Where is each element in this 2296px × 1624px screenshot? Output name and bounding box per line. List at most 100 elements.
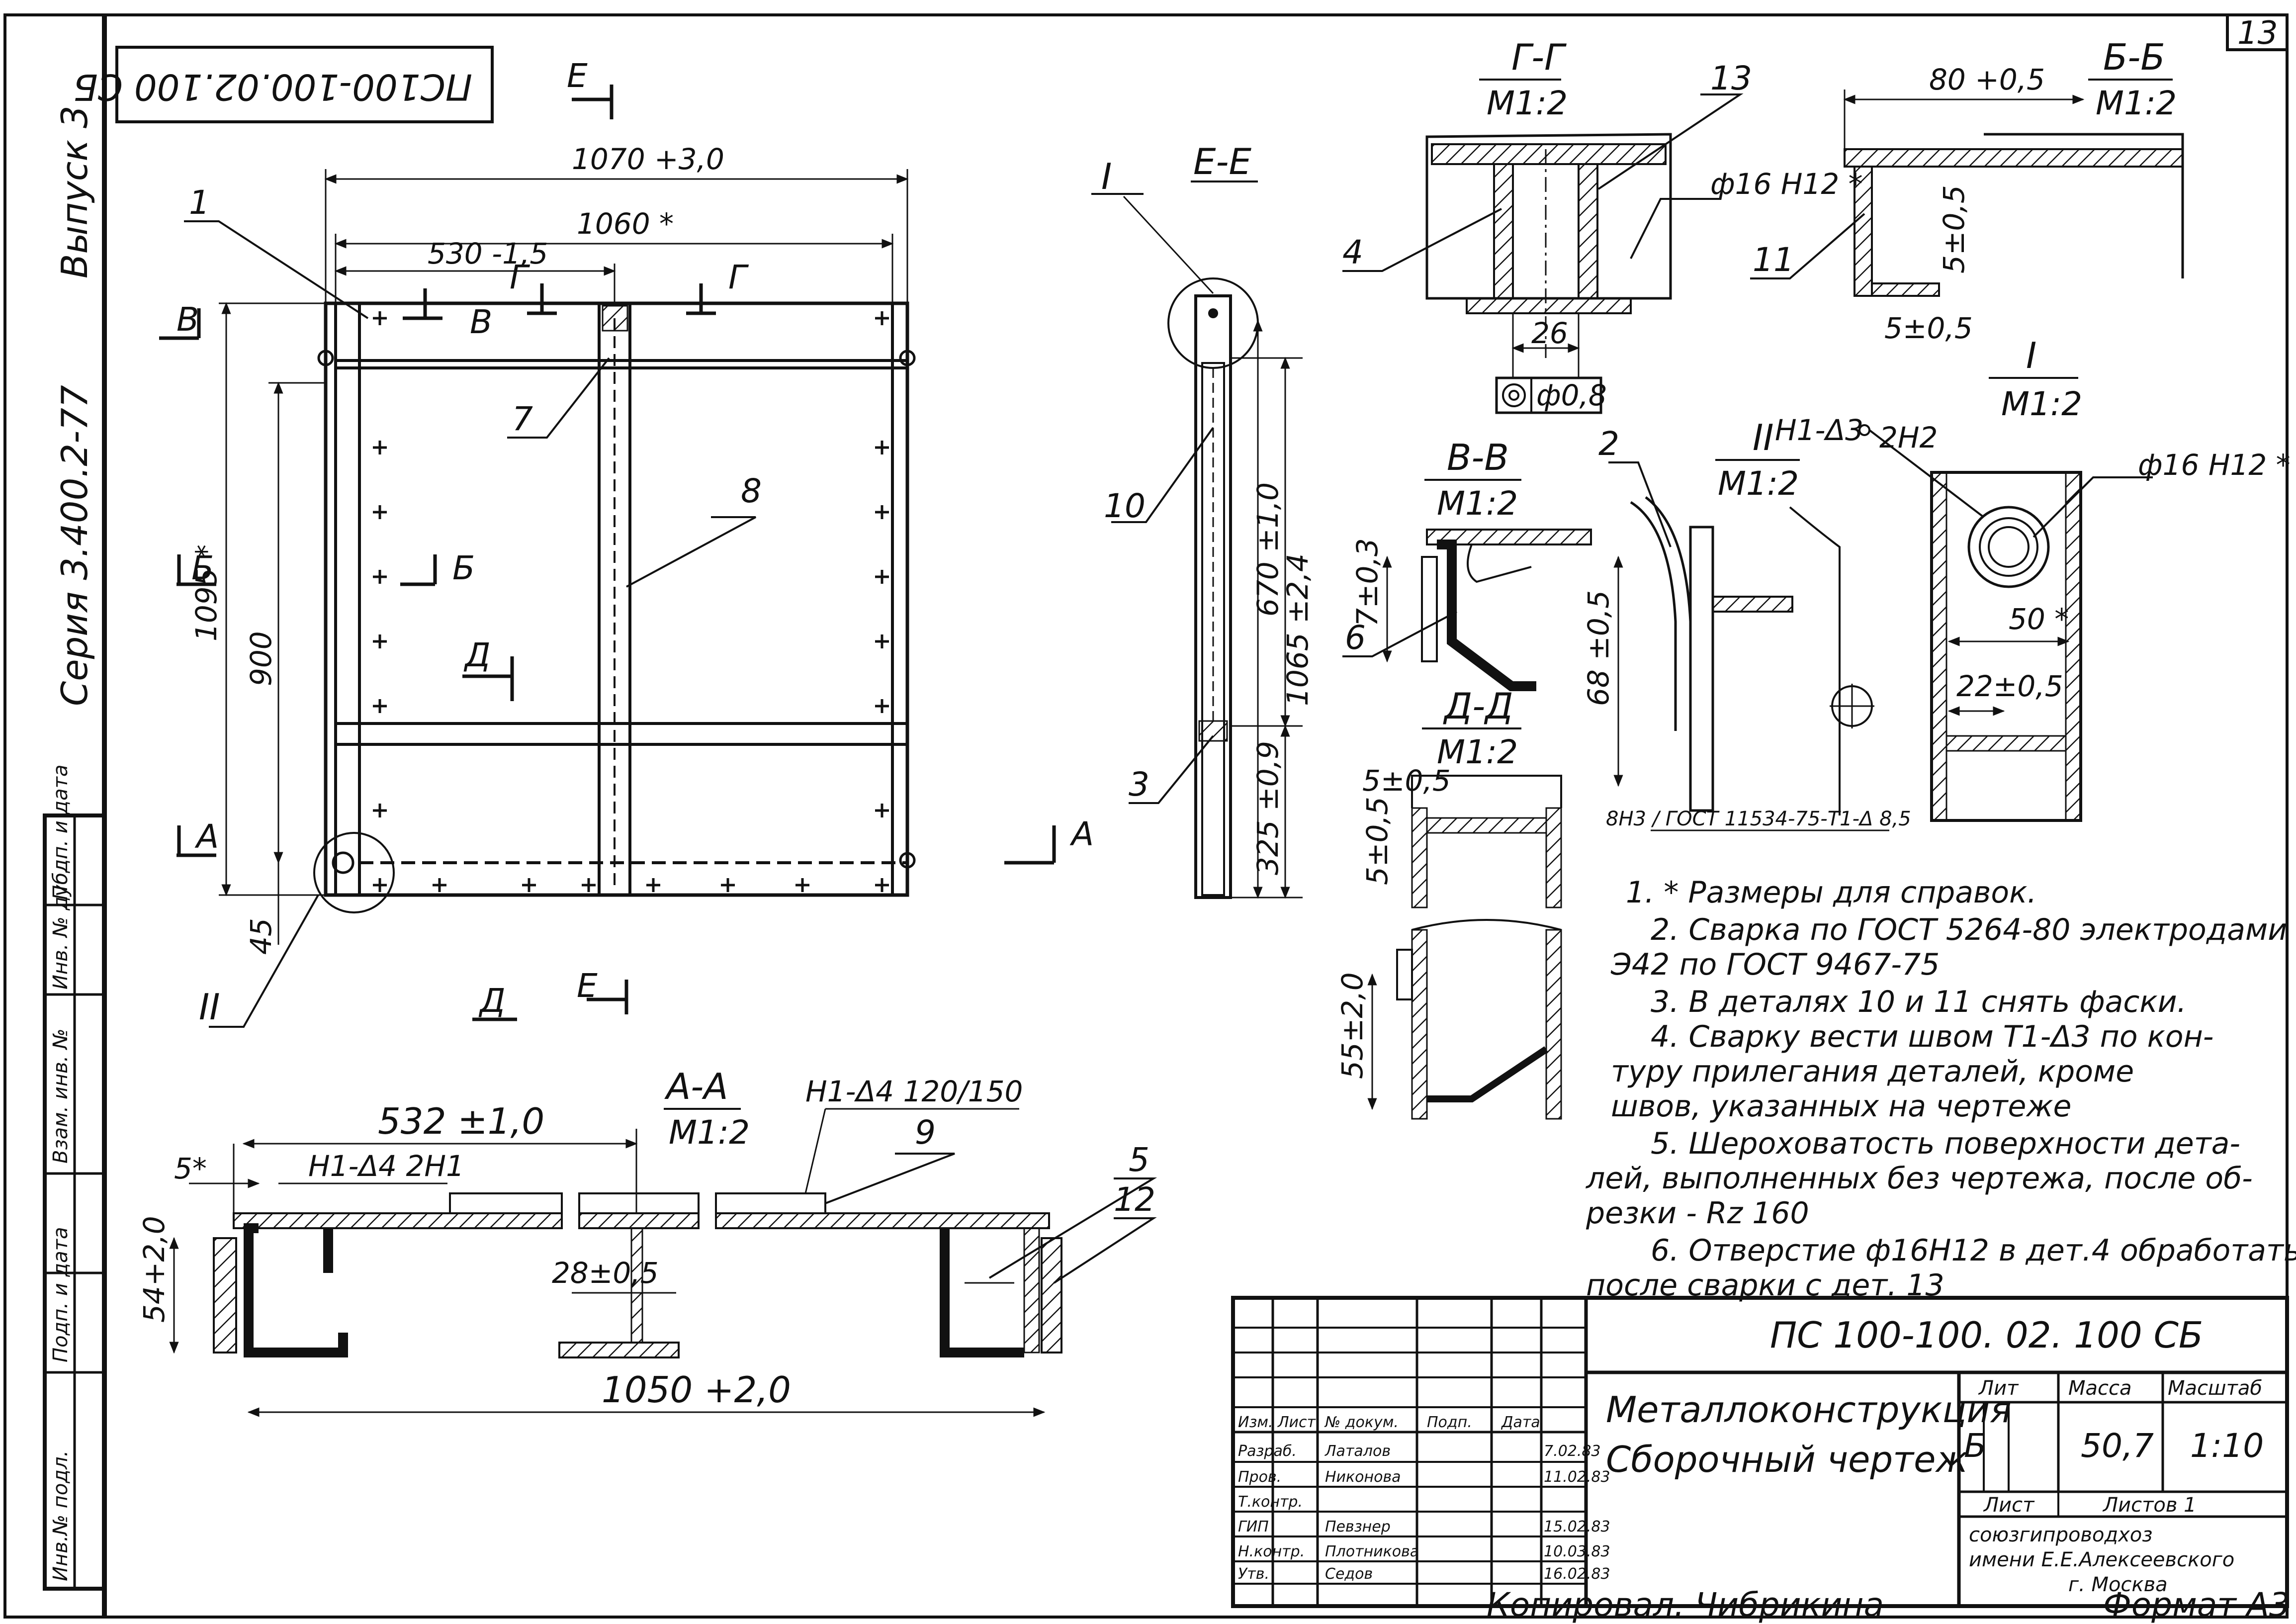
tb-name-5: Плотникова <box>1325 1543 1419 1560</box>
callout-8: 8 <box>741 472 762 510</box>
format-label: Формат А3 <box>2103 1586 2290 1624</box>
dim-1070: 1070 +3,0 <box>572 142 724 176</box>
note-line-8: 5. Шероховатость поверхности дета- <box>1651 1126 2240 1161</box>
detail-1-weld-count: 2Н2 <box>1879 421 1938 454</box>
bb-callout-11: 11 <box>1753 241 1794 279</box>
view-ee-title: Е-Е <box>1193 141 1251 182</box>
tb-lit-header: Лит <box>1978 1377 2019 1400</box>
tb-name-line1: Металлоконструкция <box>1606 1389 2012 1431</box>
note-line-5: 4. Сварку вести швом Т1-Δ3 по кон- <box>1651 1019 2213 1054</box>
section-vv-scale: М1:2 <box>1437 484 1518 523</box>
strip-label-podp-data-1: Подп. и дата <box>49 1227 72 1362</box>
dim-1095: 1095 * <box>189 544 223 641</box>
detail-1-hole: ф16 Н12 * <box>2138 448 2291 482</box>
note-line-6: туру прилегания деталей, кроме <box>1611 1054 2134 1089</box>
strip-label-inv-podl: Инв.№ подл. <box>49 1450 72 1581</box>
detail-2: II М1:2 2 68 ±0,5 8Н3 / ГОСТ 11534-75-Т1… <box>1582 417 1911 831</box>
tb-name-2: Никонова <box>1325 1468 1401 1486</box>
section-marks <box>159 85 716 1021</box>
tb-col-list: Лист <box>1277 1414 1317 1431</box>
section-g-right: Г <box>728 258 749 296</box>
detail-1: I М1:2 50 * 22±0,5 ф16 Н12 * Н1-Δ3 2Н2 <box>1775 335 2291 822</box>
tb-col-date: Дата <box>1501 1414 1540 1431</box>
tb-date-1: 7.02.83 <box>1544 1443 1601 1460</box>
view-ee-section-a: А <box>1069 815 1094 853</box>
tb-name-1: Латалов <box>1325 1443 1391 1460</box>
note-line-1: 1. * Размеры для справок. <box>1626 875 2036 910</box>
callout-1: 1 <box>189 183 210 222</box>
tb-date-5: 10.03.83 <box>1544 1543 1610 1560</box>
gg-tolerance: ф0,8 <box>1536 378 1607 412</box>
tb-name-line2: Сборочный чертеж <box>1606 1439 1968 1480</box>
detail-1-dim-50: 50 * <box>2009 602 2069 636</box>
tb-role-3: Т.контр. <box>1238 1493 1303 1511</box>
tb-sheets-label: Листов 1 <box>2102 1494 2197 1517</box>
tb-sheet-label: Лист <box>1983 1494 2035 1517</box>
bb-dim-5a: 5±0,5 <box>1937 185 1971 273</box>
section-dd-title: Д-Д <box>1443 685 1513 727</box>
sheet-number: 13 <box>2237 15 2278 52</box>
dim-670: 670 ±1,0 <box>1251 482 1285 617</box>
aa-weld-right: Н1-Δ4 120/150 <box>805 1075 1023 1108</box>
section-aa-title: А-А <box>664 1066 728 1107</box>
section-gg-scale: М1:2 <box>1487 84 1568 122</box>
tb-name-6: Седов <box>1325 1565 1373 1583</box>
section-vv-title: В-В <box>1447 437 1509 478</box>
aa-callout-12: 12 <box>1114 1180 1155 1219</box>
section-a-left: А <box>194 817 219 856</box>
vv-dim-7: 7±0,3 <box>1350 538 1384 627</box>
bb-dim-80: 80 +0,5 <box>1929 63 2045 96</box>
section-dd: Д-Д М1:2 5±0,5 5±0,5 55±2,0 <box>1335 685 1562 1120</box>
section-bb-scale: М1:2 <box>2096 84 2177 122</box>
detail-2-callout-2: 2 <box>1598 425 1619 463</box>
dim-1060: 1060 * <box>577 207 674 241</box>
notes: 1. * Размеры для справок. 2. Сварка по Г… <box>1586 875 2296 1303</box>
tb-role-1: Разраб. <box>1238 1443 1297 1460</box>
strip-label-podp-data-2: Подп. и дата <box>49 765 72 900</box>
copied-by: Копировал. Чибрикина <box>1487 1586 1884 1624</box>
detail-2-weld-note: 8Н3 / ГОСТ 11534-75-Т1-Δ 8,5 <box>1606 808 1911 830</box>
aa-dim-1050: 1050 +2,0 <box>602 1369 791 1411</box>
dd-dim-55: 55±2,0 <box>1335 972 1369 1079</box>
strip-label-inv-dubl: Инв. № дубл. <box>49 853 72 990</box>
section-aa: А-А М1:2 532 ±1,0 5* Н1-Δ4 2Н1 Н1-Δ4 120 <box>137 1066 1157 1417</box>
section-e-top: Е <box>567 57 588 95</box>
note-line-11: 6. Отверстие ф16Н12 в дет.4 обработать <box>1651 1233 2296 1268</box>
gg-hole: ф16 Н12 * <box>1710 167 1863 201</box>
tb-scale-value: 1:10 <box>2190 1427 2264 1465</box>
dim-1065: 1065 ±2,4 <box>1281 553 1315 706</box>
dim-45: 45 <box>244 918 278 955</box>
aa-weld-left: Н1-Δ4 2Н1 <box>308 1149 464 1183</box>
tb-mass-header: Масса <box>2068 1377 2132 1400</box>
view-ee: Е-Е I 670 ±1,0 1065 ±2,4 325 ±0,9 10 3 А <box>1004 141 1315 899</box>
dd-dim-5b: 5±0,5 <box>1360 797 1394 885</box>
tb-role-5: Н.контр. <box>1238 1543 1305 1560</box>
detail-2-marker: II <box>1753 417 1773 458</box>
tb-org-line2: имени Е.Е.Алексеевского <box>1969 1548 2234 1571</box>
note-line-2: 2. Сварка по ГОСТ 5264-80 электродами <box>1651 912 2287 947</box>
aa-dim-54: 54+2,0 <box>137 1216 171 1323</box>
section-bb-right: Б <box>452 549 475 587</box>
detail-2-scale: М1:2 <box>1718 464 1799 503</box>
section-b-right: В <box>470 303 492 341</box>
note-line-4: 3. В деталях 10 и 11 снять фаски. <box>1651 985 2187 1019</box>
dim-900: 900 <box>244 631 278 686</box>
tb-scale-header: Масштаб <box>2168 1377 2262 1400</box>
tb-col-izm: Изм. <box>1238 1414 1273 1431</box>
section-gg: Г-Г М1:2 26 ф0,8 13 4 ф16 Н12 * <box>1342 36 1863 414</box>
tb-role-4: ГИП <box>1238 1518 1269 1535</box>
bb-dim-5b: 5±0,5 <box>1884 311 1973 345</box>
bolt-crosses <box>373 311 889 892</box>
note-line-9: лей, выполненных без чертежа, после об- <box>1586 1161 2253 1196</box>
left-stamp-strip: Инв.№ подл. Подп. и дата Взам. инв. № Ин… <box>43 765 106 1591</box>
bottom-e-mark: Е <box>577 967 598 1005</box>
issue-label: Выпуск 3 <box>54 105 95 278</box>
bottom-d-mark: Д <box>478 982 506 1020</box>
detail-1-scale: М1:2 <box>2001 385 2082 423</box>
aa-callout-5: 5 <box>1129 1141 1149 1179</box>
tb-date-6: 16.02.83 <box>1544 1565 1610 1583</box>
section-bb-left: Б <box>191 549 214 587</box>
series-label: Серия 3.400.2-77 <box>54 385 95 706</box>
code-stamp: ПС100-100.02.100 СБ <box>73 46 494 123</box>
